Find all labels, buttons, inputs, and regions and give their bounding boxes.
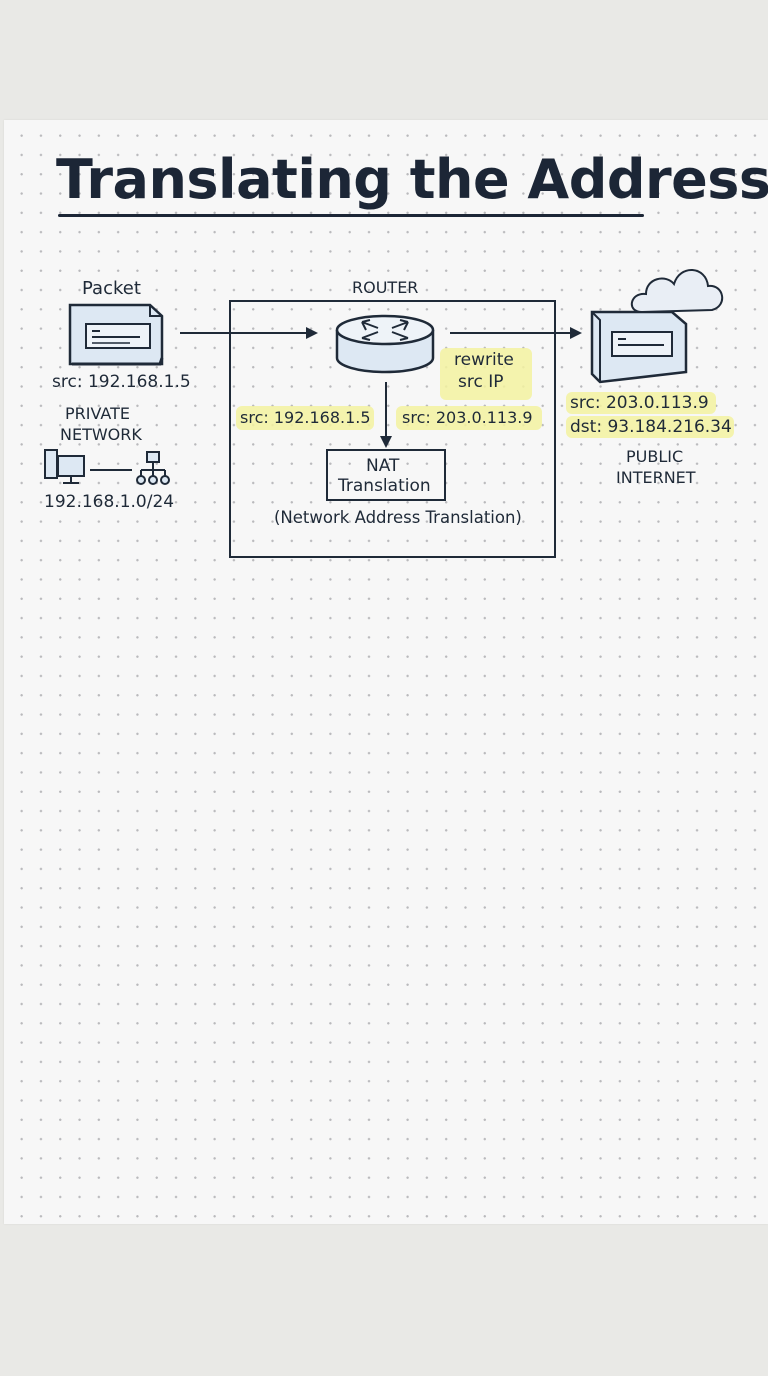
- private-subnet-label: 192.168.1.0/24: [44, 492, 175, 512]
- page-title: Translating the Address: [56, 148, 768, 211]
- computer-icon: [44, 449, 85, 484]
- router-box: [229, 300, 556, 558]
- cloud-icon: [631, 269, 723, 314]
- highlight-src-after: [396, 406, 542, 430]
- src-before-label: src: 192.168.1.5: [240, 408, 371, 427]
- rewrite-line2: src IP: [458, 372, 504, 392]
- public-dst-label: dst: 93.184.216.34: [570, 417, 732, 437]
- packet-label: Packet: [82, 278, 141, 299]
- public-internet-line1: PUBLIC: [626, 447, 684, 466]
- router-label: ROUTER: [352, 278, 419, 297]
- private-network-line1: PRIVATE: [65, 404, 130, 423]
- packet-icon: [68, 303, 164, 366]
- public-internet-line2: INTERNET: [616, 468, 696, 487]
- private-network-line2: NETWORK: [60, 425, 142, 444]
- nat-line2: Translation: [338, 476, 431, 496]
- nat-caption: (Network Address Translation): [274, 508, 522, 527]
- highlight-rewrite: [440, 348, 532, 400]
- highlight-public-dst: [566, 416, 734, 438]
- public-src-label: src: 203.0.113.9: [570, 393, 709, 413]
- packet-src-label: src: 192.168.1.5: [52, 372, 191, 392]
- nat-line1: NAT: [366, 456, 400, 476]
- highlight-public-src: [566, 392, 716, 414]
- router-icon: [335, 314, 435, 374]
- server-icon: [590, 310, 688, 384]
- network-tree-icon: [136, 451, 170, 485]
- highlight-src-before: [236, 406, 374, 430]
- rewrite-line1: rewrite: [454, 350, 514, 370]
- nat-box: [326, 449, 446, 501]
- title-underline: [58, 214, 644, 217]
- src-after-label: src: 203.0.113.9: [402, 408, 533, 427]
